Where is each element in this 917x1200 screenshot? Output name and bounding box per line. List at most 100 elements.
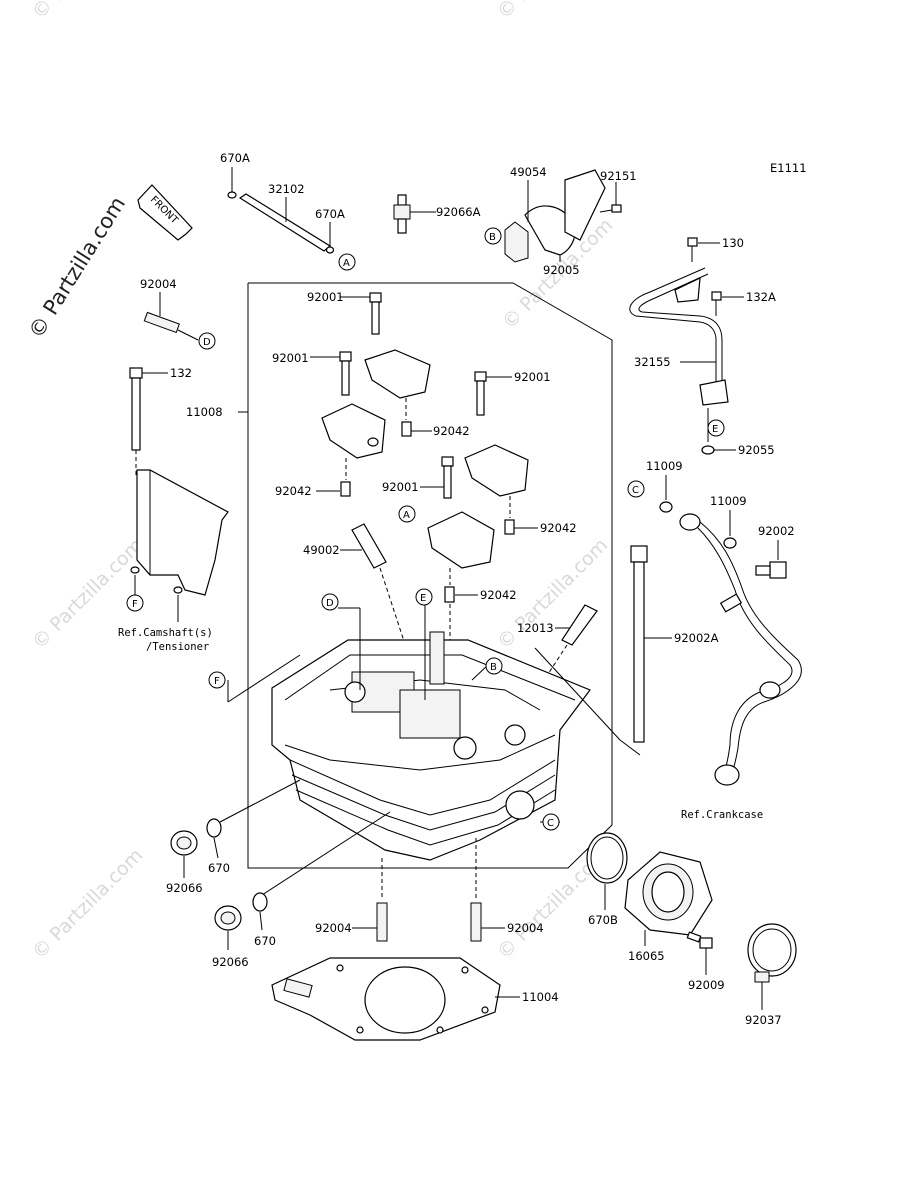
svg-text:C: C [632,485,639,496]
stud-92004-part [470,902,505,942]
part-label: 670 [208,861,230,875]
stud-part [143,311,180,334]
oil-pipe-part [227,167,335,254]
part-label: 11004 [522,990,559,1004]
part-label: 32102 [268,182,305,196]
part-label: 32155 [634,355,671,369]
clamp-92037-part [747,923,797,1010]
part-label: 92042 [275,484,312,498]
callout-B-mid: B [485,657,503,675]
bracket-part [130,469,229,622]
stud-92004-part [352,902,388,942]
leader-lines [219,604,641,900]
part-label: 92042 [433,424,470,438]
plug-92066-part [214,905,242,950]
part-label: 670 [254,934,276,948]
callout-C-top: C [627,480,645,498]
part-label: 92151 [600,169,637,183]
watermark-text: © Partzilla.com [493,0,612,24]
long-bolt-92002A-part [630,545,672,743]
callout-F-left: F [126,594,144,612]
svg-text:D: D [326,598,334,609]
callout-B-top: B [484,227,502,245]
svg-text:F: F [214,676,220,687]
oring-670-part [206,818,222,838]
watermark-logo-text: © Partzilla.com [24,192,130,342]
diagram-code: E1111 [770,161,807,175]
part-label: 130 [722,236,744,250]
part-label: 49054 [510,165,547,179]
part-label: 92002 [758,524,795,538]
intake-holder-part [624,851,713,946]
part-label: 92042 [480,588,517,602]
part-label: 11009 [646,459,683,473]
callout-E-mid: E [415,588,433,606]
washer-11009-part [659,501,673,513]
svg-text:C: C [547,818,554,829]
cylinder-head-part [271,631,591,861]
part-label: 49002 [303,543,340,557]
svg-text:F: F [132,599,138,610]
part-label: 132A [746,290,776,304]
part-label: 92037 [745,1013,782,1027]
part-label: 132 [170,366,192,380]
part-label: 92004 [507,921,544,935]
part-label: 92001 [382,480,419,494]
svg-text:A: A [343,258,350,269]
camshaft-cap-part [310,351,386,497]
front-arrow-icon: FRONT [137,184,193,241]
bolt-130-part [687,237,720,262]
washer-11009-part [723,537,737,549]
guide-12013-part [561,604,598,646]
part-label: 16065 [628,949,665,963]
head-gasket-part [271,957,520,1041]
callout-A-mid: A [398,505,416,523]
bolt-132A-part [711,291,744,316]
callout-A-top: A [338,253,356,271]
camshaft-cap-part [464,371,538,535]
oring-670B-part [586,832,628,884]
part-label: 92004 [140,277,177,291]
oil-pipe-32155-part [629,267,729,406]
banjo-bolt-92002-part [755,540,787,579]
camshaft-cap-part [340,292,432,437]
part-label: 92066 [166,881,203,895]
part-label: 92001 [514,370,551,384]
part-label: 11008 [186,405,223,419]
part-label: 92055 [738,443,775,457]
callout-C-mid: C [542,813,560,831]
part-label: 670A [315,207,345,221]
svg-text:B: B [490,662,497,673]
part-label: 92066 [212,955,249,969]
part-label: 92002A [674,631,719,645]
reference-text: Ref.Crankcase [681,809,763,821]
part-label: 670B [588,913,618,927]
part-label: 92009 [688,978,725,992]
callout-E-top: E [707,419,725,437]
long-bolt-part [129,367,168,478]
svg-text:B: B [489,232,496,243]
tube-49002-part [351,523,387,569]
oring-670-part [252,892,268,912]
reference-text: Ref.Camshaft(s) [118,627,213,639]
svg-text:E: E [420,593,426,604]
part-label: 12013 [517,621,554,635]
oil-hose-part [679,513,802,786]
callout-D-top: D [198,332,216,350]
bolt-92151-part [599,182,622,213]
part-label: 92001 [272,351,309,365]
svg-text:E: E [712,424,718,435]
watermarks: © Partzilla.com © Partzilla.com © Partzi… [24,0,617,964]
part-label: 92066A [436,205,481,219]
part-label: 92005 [543,263,580,277]
temperature-sensor-part [393,194,436,234]
callout-D-mid: D [321,593,339,611]
camshaft-cap-part [420,456,495,680]
svg-text:D: D [203,337,211,348]
washer-part [701,445,715,455]
watermark-text: © Partzilla.com [28,0,147,24]
watermark-text: © Partzilla.com [28,844,147,963]
reference-text: /Tensioner [146,641,209,653]
part-label: 92004 [315,921,352,935]
